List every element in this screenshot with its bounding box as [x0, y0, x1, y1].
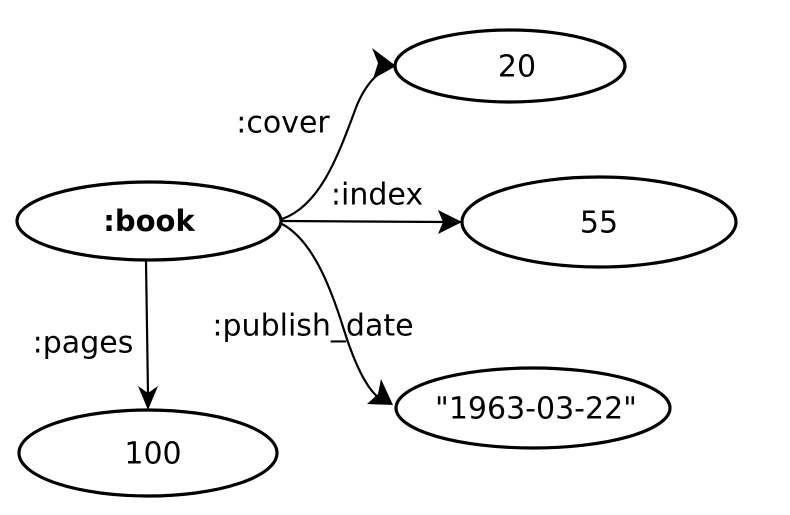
- node-book-label: :book: [103, 204, 195, 238]
- node-index-value[interactable]: 55: [460, 175, 738, 269]
- edge-label-publish-date: :publish_date: [212, 309, 413, 344]
- edge-label-pages: :pages: [33, 326, 134, 361]
- node-cover-value[interactable]: 20: [393, 28, 627, 104]
- edge-publish-date-arrowhead: [367, 379, 393, 405]
- edge-cover[interactable]: :cover: [236, 48, 396, 221]
- edge-label-index: :index: [331, 178, 423, 213]
- node-publish-date-value-ellipse: [394, 366, 672, 450]
- edge-index-arrowhead: [438, 210, 462, 234]
- edge-index-line: [281, 219, 449, 224]
- node-publish-date-value[interactable]: "1963-03-22": [394, 366, 672, 450]
- edge-index[interactable]: :index: [281, 178, 462, 235]
- edge-pages[interactable]: :pages: [33, 260, 158, 410]
- edge-cover-arrowhead: [372, 48, 396, 79]
- node-cover-value-ellipse: [393, 28, 627, 104]
- node-publish-date-value-label: "1963-03-22": [435, 392, 637, 427]
- node-index-value-label: 55: [580, 206, 618, 241]
- edge-pages-arrowhead: [138, 386, 158, 410]
- edge-pages-line: [144, 260, 150, 395]
- edge-label-cover: :cover: [236, 106, 330, 141]
- node-cover-value-label: 20: [498, 50, 536, 85]
- node-pages-value-ellipse: [17, 408, 279, 498]
- node-pages-value-label: 100: [124, 437, 181, 472]
- node-index-value-ellipse: [460, 175, 738, 269]
- node-book-ellipse: [15, 180, 283, 262]
- edge-publish-date-line: [281, 223, 381, 400]
- node-book[interactable]: :book: [15, 180, 283, 262]
- node-pages-value[interactable]: 100: [17, 408, 279, 498]
- edge-publish-date[interactable]: :publish_date: [212, 223, 414, 405]
